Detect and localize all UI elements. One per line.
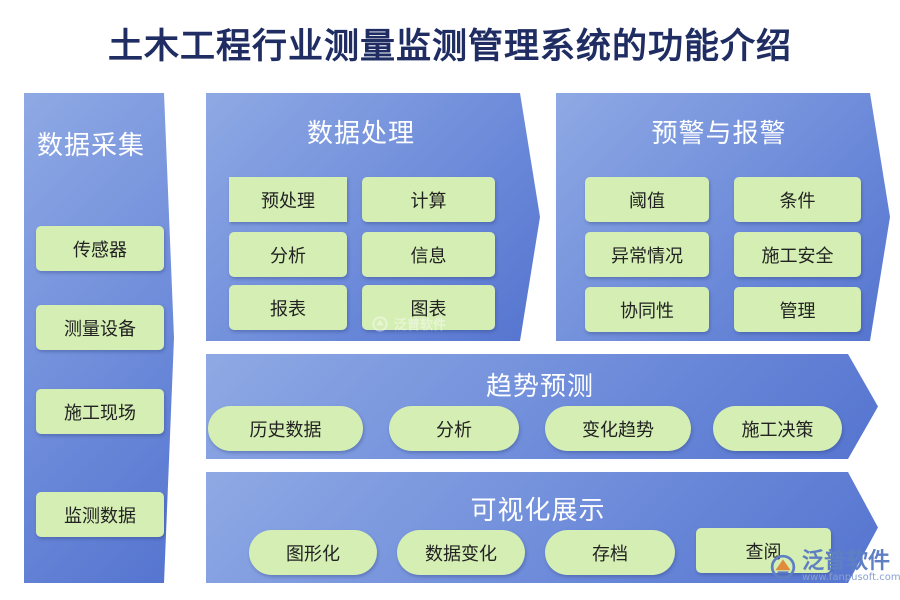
visualization-title: 可视化展示	[470, 496, 606, 526]
data-collection-item-equipment: 测量设备	[36, 305, 164, 350]
watermark-corner: 泛普软件 www.fanpusoft.com	[770, 551, 900, 583]
processing-item-report: 报表	[229, 285, 347, 330]
trend-title: 趋势预测	[485, 372, 594, 402]
data-processing-title: 数据处理	[306, 119, 415, 149]
visualization-item-archive: 存档	[545, 530, 675, 575]
visualization-panel: 可视化展示 图形化 数据变化 存档 查阅	[206, 472, 878, 583]
data-collection-item-site: 施工现场	[36, 389, 164, 434]
data-collection-item-sensor: 传感器	[36, 226, 164, 271]
data-collection-item-monitoring-data: 监测数据	[36, 492, 164, 537]
data-collection-title: 数据采集	[36, 131, 145, 161]
trend-item-change: 变化趋势	[545, 406, 691, 451]
visualization-item-review: 查阅	[696, 528, 831, 573]
watermark-corner-text: 泛普软件	[802, 549, 891, 574]
processing-item-chart: 图表	[362, 285, 495, 330]
trend-item-decision: 施工决策	[713, 406, 842, 451]
warning-item-management: 管理	[734, 287, 861, 332]
trend-item-analysis: 分析	[389, 406, 519, 451]
processing-item-compute: 计算	[362, 177, 495, 222]
warning-item-condition: 条件	[734, 177, 861, 222]
fanpu-logo-icon	[372, 315, 388, 332]
processing-item-analysis: 分析	[229, 232, 347, 277]
warning-item-safety: 施工安全	[734, 232, 861, 277]
processing-item-preprocess: 预处理	[229, 177, 347, 222]
warning-panel: 预警与报警 阈值 条件 异常情况 施工安全 协同性 管理	[556, 93, 890, 341]
watermark-center: 泛普软件	[372, 314, 446, 333]
warning-item-threshold: 阈值	[585, 177, 709, 222]
fanpu-logo-icon	[770, 554, 796, 580]
warning-title: 预警与报警	[651, 119, 787, 149]
data-collection-panel: 数据采集 传感器 测量设备 施工现场 监测数据	[24, 93, 174, 583]
warning-item-coordination: 协同性	[585, 287, 709, 332]
watermark-center-text: 泛普软件	[394, 318, 447, 333]
trend-panel: 趋势预测 历史数据 分析 变化趋势 施工决策	[206, 354, 878, 459]
visualization-item-data-change: 数据变化	[397, 530, 525, 575]
processing-item-info: 信息	[362, 232, 495, 277]
warning-item-abnormal: 异常情况	[585, 232, 709, 277]
page-title: 土木工程行业测量监测管理系统的功能介绍	[107, 26, 792, 67]
watermark-corner-url: www.fanpusoft.com	[802, 572, 900, 583]
visualization-item-graphical: 图形化	[249, 530, 377, 575]
trend-item-history: 历史数据	[208, 406, 363, 451]
data-processing-panel: 数据处理 预处理 计算 分析 信息 报表 图表	[206, 93, 540, 341]
